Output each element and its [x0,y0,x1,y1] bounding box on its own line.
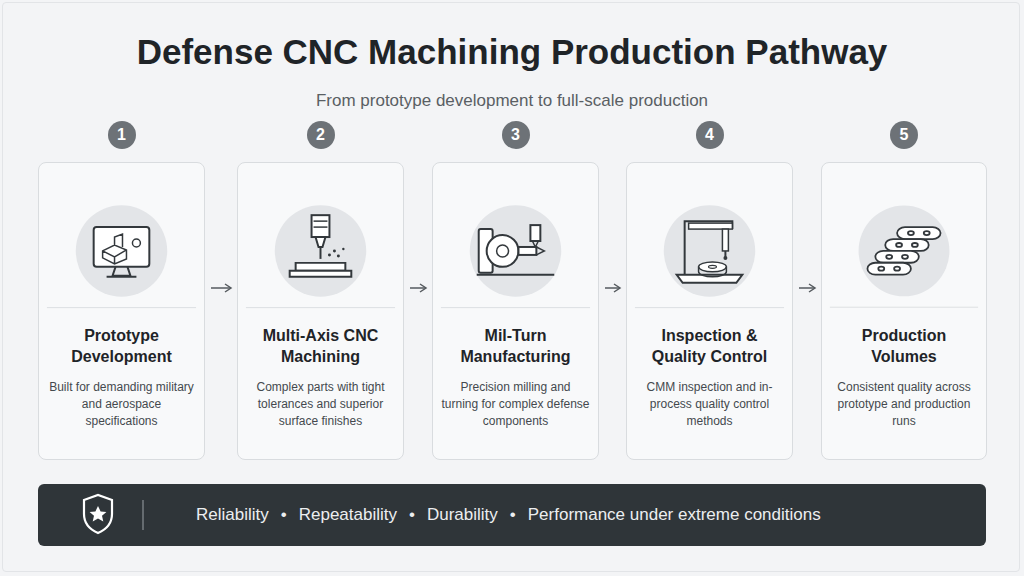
value-text: Durability [427,505,498,525]
cmm-icon [627,163,792,323]
step-heading: Prototype Development [47,325,196,367]
step-description: Precision milling and turning for comple… [441,379,590,430]
step-number: 3 [502,121,530,149]
diagram-subtitle: From prototype development to full-scale… [0,91,1024,111]
step-heading: Multi-Axis CNC Machining [246,325,395,367]
step-card: 2Multi-Axis CNC MachiningComplex parts w… [237,162,404,460]
flow-arrow [211,287,231,289]
flow-arrow [799,287,815,289]
value-text: Performance under extreme conditions [528,505,821,525]
shield-icon [38,484,178,546]
step-heading: Inspection & Quality Control [635,325,784,367]
parts-stack-icon [822,163,986,323]
value-text: Reliability [196,505,269,525]
step-card: 5Production VolumesConsistent quality ac… [821,162,987,460]
step-number: 1 [108,121,136,149]
bullet-separator: • [409,505,415,525]
value-band: Reliability • Repeatability • Durability • Per… [38,484,986,546]
step-heading: Production Volumes [830,325,978,367]
lathe-icon [433,163,598,323]
flow-arrow [410,287,426,289]
step-number: 5 [890,121,918,149]
value-text: Repeatability [299,505,397,525]
monitor-icon [39,163,204,323]
step-card: 1Prototype DevelopmentBuilt for demandin… [38,162,205,460]
bullet-separator: • [510,505,516,525]
mill-icon [238,163,403,323]
step-number: 2 [307,121,335,149]
step-heading: Mil-Turn Manufacturing [441,325,590,367]
step-number: 4 [696,121,724,149]
step-card: 3Mil-Turn ManufacturingPrecision milling… [432,162,599,460]
step-description: Complex parts with tight tolerances and … [246,379,395,430]
step-card: 4Inspection & Quality ControlCMM inspect… [626,162,793,460]
flow-arrow [605,287,620,289]
bullet-separator: • [281,505,287,525]
diagram-title: Defense CNC Machining Production Pathway [0,32,1024,72]
step-description: Built for demanding military and aerospa… [47,379,196,430]
step-description: Consistent quality across prototype and … [830,379,978,430]
step-description: CMM inspection and in-process quality co… [635,379,784,430]
